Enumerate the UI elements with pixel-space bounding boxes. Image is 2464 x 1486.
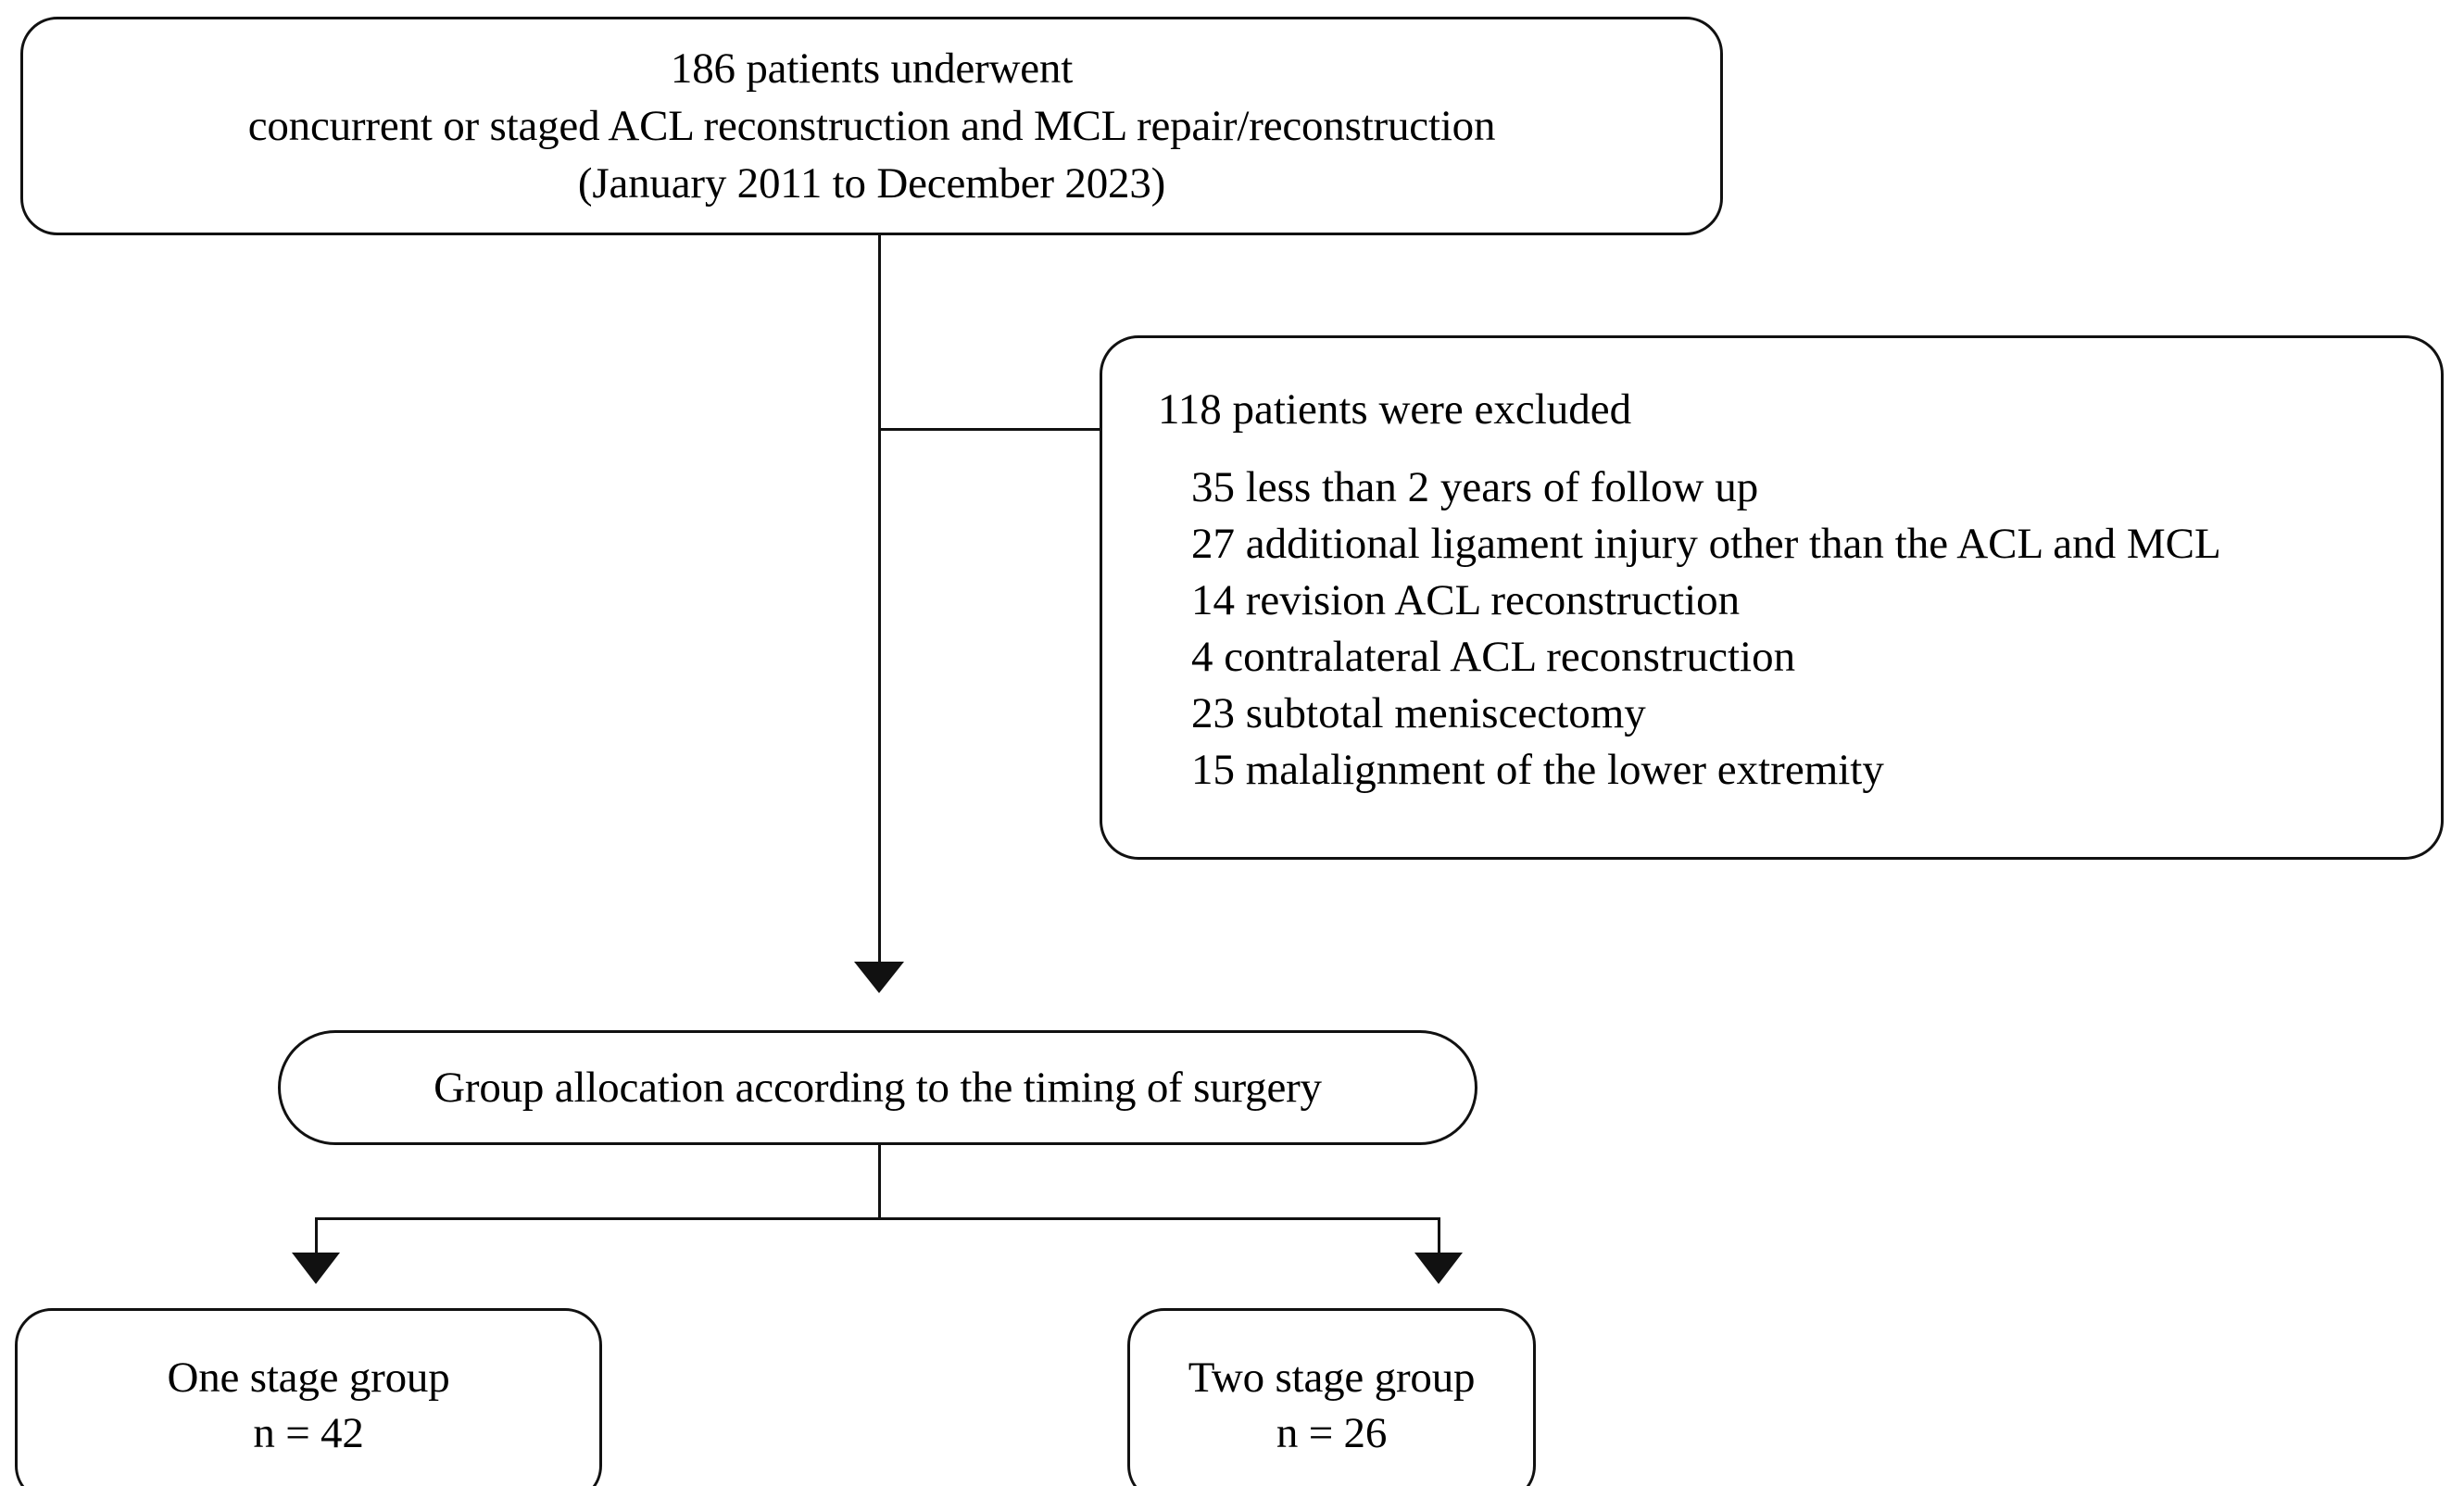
enrolled-patients-box: 186 patients underwent concurrent or sta… bbox=[20, 17, 1723, 235]
arrow-down-icon bbox=[292, 1253, 340, 1284]
connector-enrolled-to-allocation bbox=[878, 233, 881, 965]
arrow-down-icon bbox=[854, 962, 904, 993]
excluded-patients-box: 118 patients were excluded 35 less than … bbox=[1100, 335, 2444, 860]
enrolled-line-1: 186 patients underwent bbox=[670, 44, 1074, 93]
enrolled-line-3: (January 2011 to December 2023) bbox=[577, 159, 1166, 208]
list-item: 27 additional ligament injury other than… bbox=[1191, 520, 2221, 569]
two-stage-group-count: n = 26 bbox=[1276, 1409, 1388, 1457]
excluded-heading: 118 patients were excluded bbox=[1158, 385, 1632, 434]
arrow-down-icon bbox=[1414, 1253, 1463, 1284]
connector-to-one-stage bbox=[315, 1217, 318, 1256]
one-stage-group-label: One stage group bbox=[167, 1353, 450, 1402]
enrolled-line-2: concurrent or staged ACL reconstruction … bbox=[247, 101, 1496, 150]
connector-to-two-stage bbox=[1438, 1217, 1440, 1256]
list-item: 23 subtotal meniscectomy bbox=[1191, 689, 1646, 738]
one-stage-group-count: n = 42 bbox=[253, 1409, 364, 1457]
one-stage-group-box: One stage group n = 42 bbox=[15, 1308, 602, 1486]
list-item: 35 less than 2 years of follow up bbox=[1191, 463, 1759, 511]
two-stage-group-box: Two stage group n = 26 bbox=[1127, 1308, 1536, 1486]
connector-allocation-to-split bbox=[878, 1145, 881, 1219]
group-allocation-box: Group allocation according to the timing… bbox=[278, 1030, 1477, 1145]
list-item: 14 revision ACL reconstruction bbox=[1191, 576, 1741, 625]
group-allocation-label: Group allocation according to the timing… bbox=[434, 1063, 1322, 1112]
connector-split-bar bbox=[315, 1217, 1440, 1220]
connector-to-excluded-box bbox=[878, 428, 1101, 431]
list-item: 4 contralateral ACL reconstruction bbox=[1191, 633, 1796, 682]
exclusion-reason-list: 35 less than 2 years of follow up 27 add… bbox=[1158, 460, 2221, 800]
list-item: 15 malalignment of the lower extremity bbox=[1191, 746, 1884, 795]
two-stage-group-label: Two stage group bbox=[1188, 1353, 1476, 1402]
